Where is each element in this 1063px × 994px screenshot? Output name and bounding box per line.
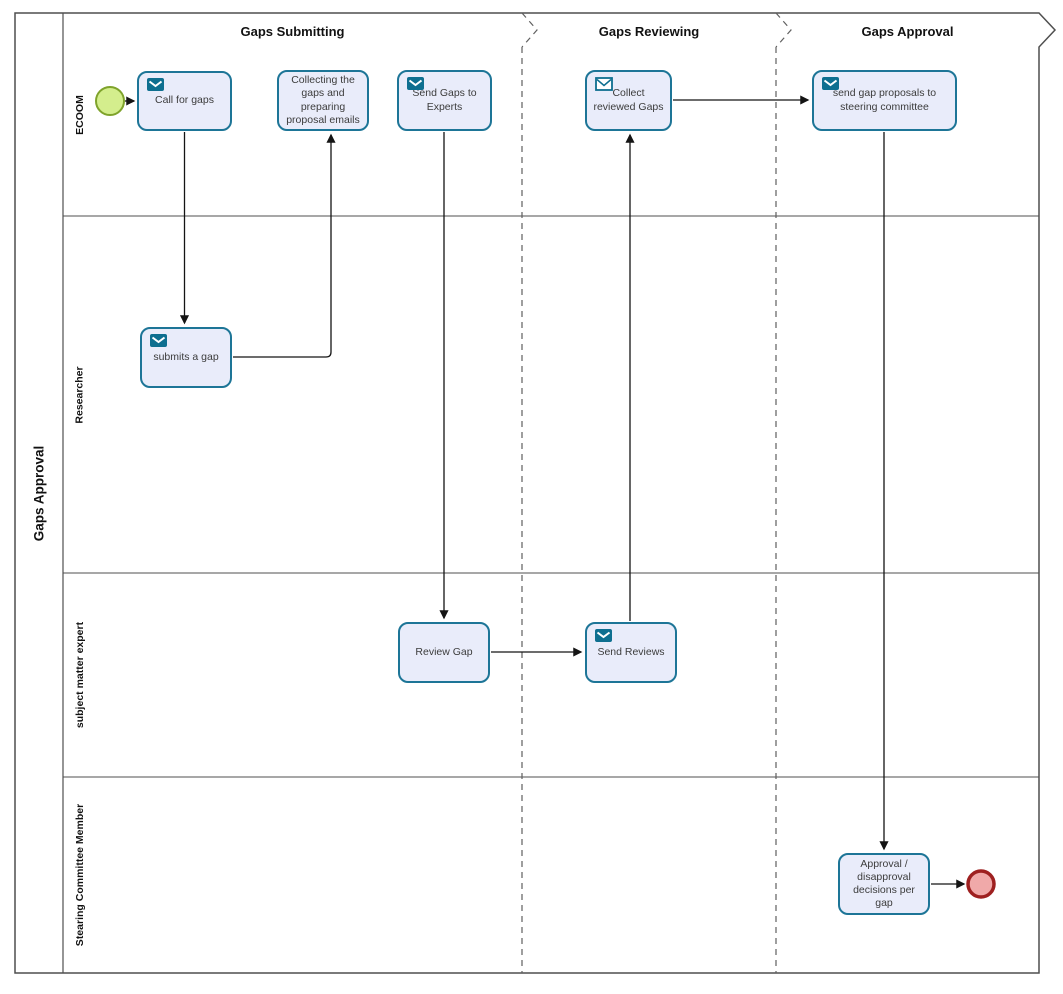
task-call-for-gaps: Call for gaps (137, 71, 232, 131)
phase-separator-chevron (775, 12, 792, 48)
lane-stearing-committee-member: Stearing Committee Member (63, 777, 97, 973)
receive-message-icon (595, 77, 613, 91)
send-message-icon (150, 334, 167, 347)
task-submits-a-gap: submits a gap (140, 327, 232, 388)
phase-label-text: Gaps Approval (861, 23, 954, 39)
pool-border (14, 12, 1057, 974)
phase-gaps-approval: Gaps Approval (776, 23, 1039, 39)
task-label: send gap proposals to steering committee (832, 87, 937, 113)
task-label: Approval / disapproval decisions per gap (853, 857, 915, 910)
pool-label-text: Gaps Approval (31, 445, 47, 541)
lane-researcher: Researcher (63, 216, 97, 573)
lane-label: ECOOM (74, 94, 87, 135)
lane-label: Stearing Committee Member (74, 803, 86, 947)
task-label: Send Reviews (597, 645, 665, 658)
send-message-icon (407, 77, 424, 90)
task-collecting-gaps: Collecting the gaps and preparing propos… (277, 70, 369, 131)
task-label: Review Gap (415, 645, 473, 658)
task-send-reviews: Send Reviews (585, 622, 677, 683)
phase-label-text: Gaps Submitting (240, 23, 345, 39)
phase-label-text: Gaps Reviewing (598, 23, 700, 39)
lane-ecoom: ECOOM (63, 13, 97, 216)
task-label: Collecting the gaps and preparing propos… (286, 74, 360, 126)
task-label: Call for gaps (155, 94, 214, 107)
phase-gaps-submitting: Gaps Submitting (63, 23, 522, 39)
task-label: Collect reviewed Gaps (593, 87, 664, 113)
phase-separator-chevron (521, 12, 538, 48)
task-label: Send Gaps to Experts (412, 87, 477, 113)
send-message-icon (822, 77, 839, 90)
task-review-gap: Review Gap (398, 622, 490, 683)
pool-label: Gaps Approval (15, 13, 63, 973)
send-message-icon (147, 78, 164, 91)
send-message-icon (595, 629, 612, 642)
start-event (95, 86, 125, 116)
phase-gaps-reviewing: Gaps Reviewing (522, 23, 776, 39)
task-send-gap-proposals: send gap proposals to steering committee (812, 70, 957, 131)
task-collect-reviewed-gaps: Collect reviewed Gaps (585, 70, 672, 131)
lane-label: Researcher (74, 365, 86, 424)
task-approval-decisions: Approval / disapproval decisions per gap (838, 853, 930, 915)
task-send-gaps-to-experts: Send Gaps to Experts (397, 70, 492, 131)
end-event (966, 869, 996, 899)
flow-submits-a-gap-to-collecting (233, 133, 336, 358)
lane-label: subject matter expert (74, 621, 86, 729)
task-label: submits a gap (153, 350, 219, 363)
lane-subject-matter-expert: subject matter expert (63, 573, 97, 777)
